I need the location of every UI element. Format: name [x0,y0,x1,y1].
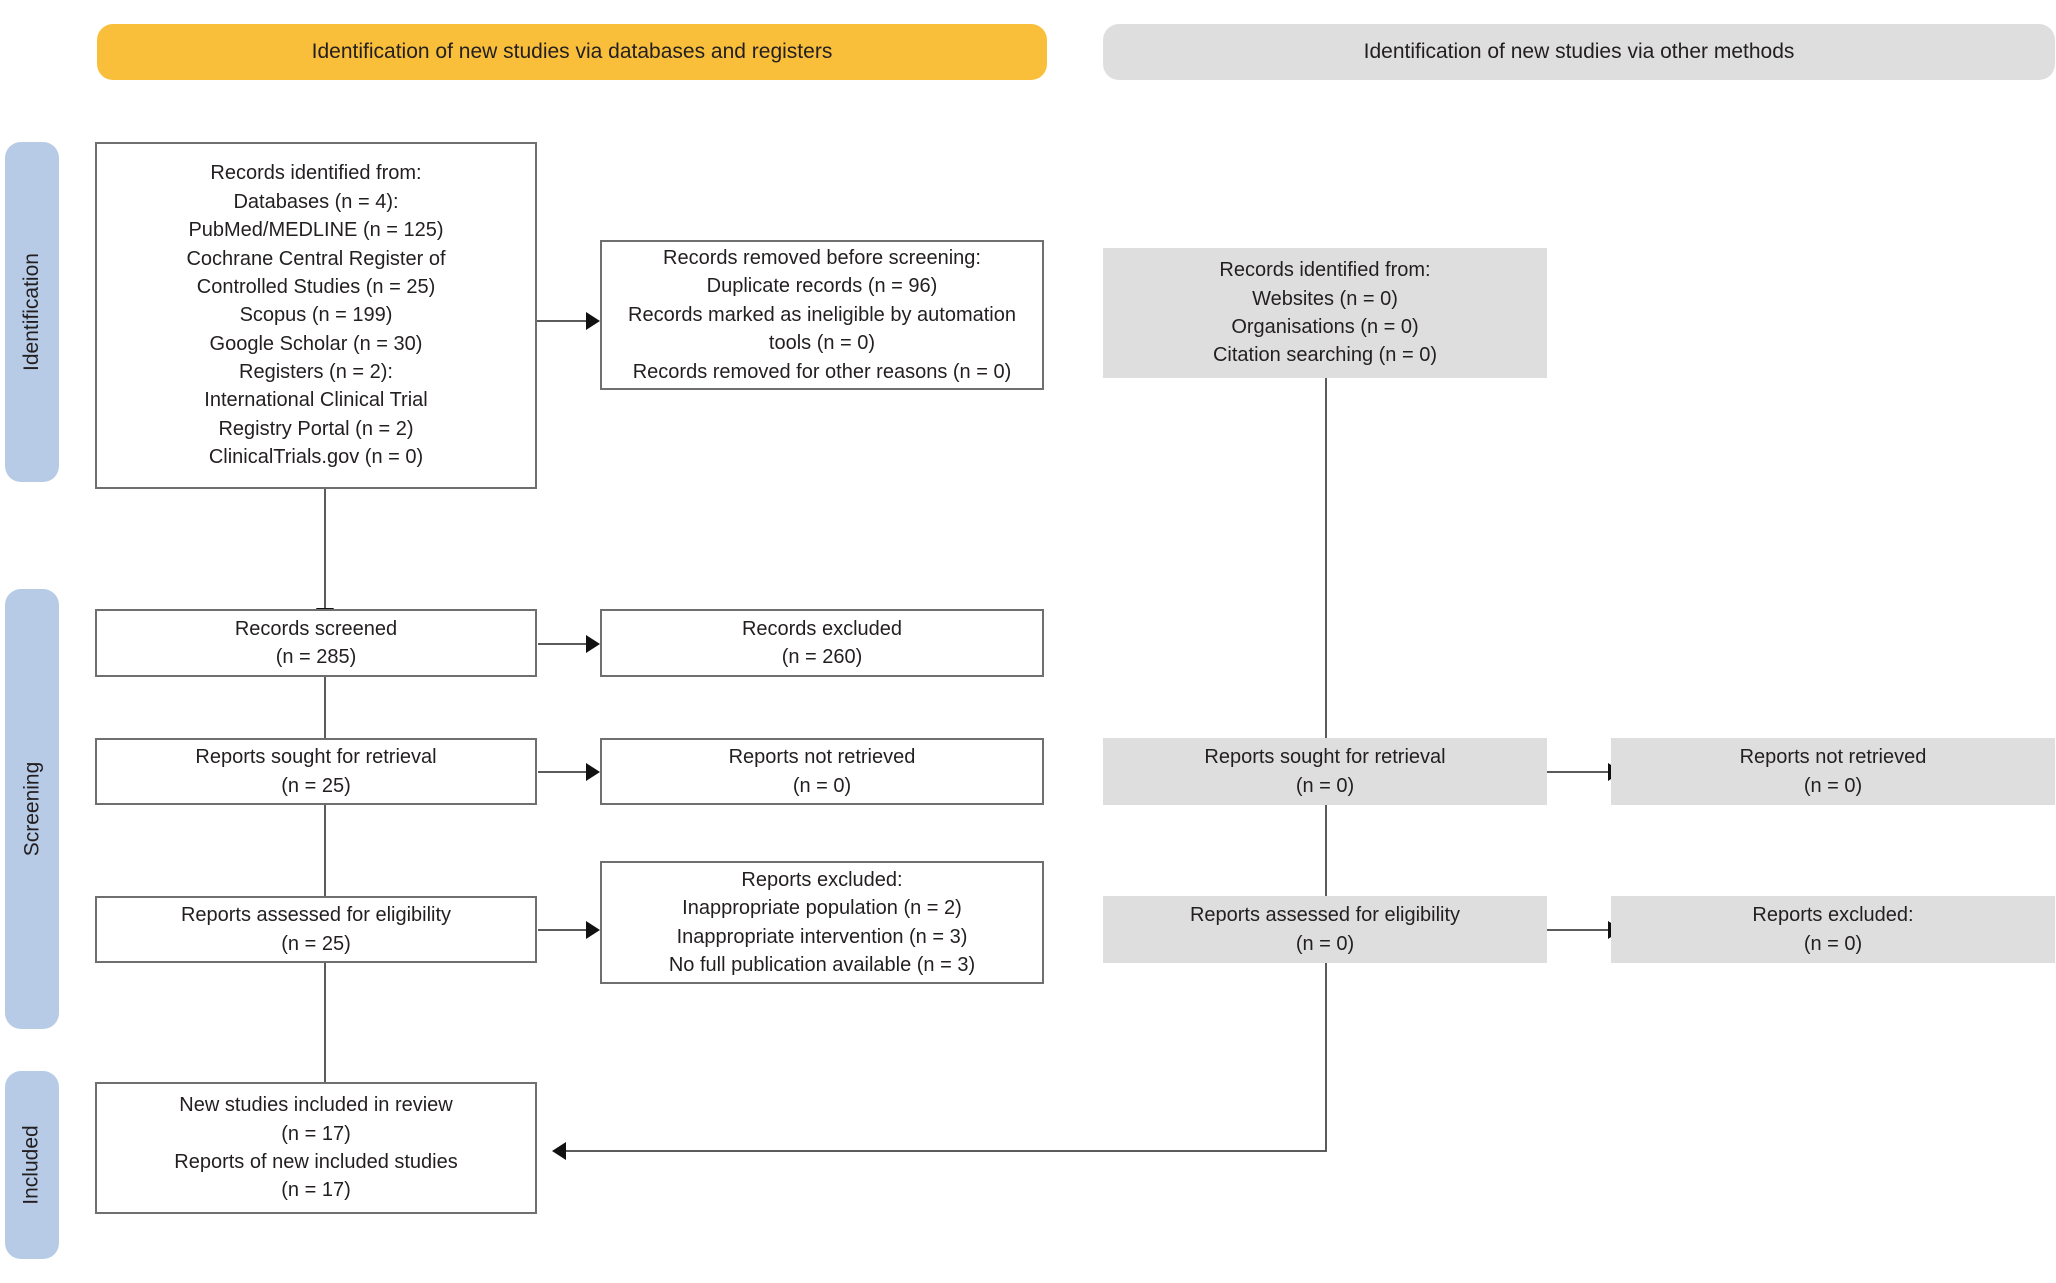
box-other-reports-excluded: Reports excluded: (n = 0) [1611,896,2055,963]
box-records-identified: Records identified from: Databases (n = … [95,142,537,489]
box-line: Duplicate records (n = 96) [706,275,938,298]
column-header-databases-label: Identification of new studies via databa… [311,39,833,63]
column-header-other-methods: Identification of new studies via other … [1103,24,2055,80]
connector-identified-to-screened [324,489,326,609]
connector-other-to-included [566,1150,1327,1152]
connector-sought-to-assessed [324,805,326,903]
arrowhead-identified-to-removed [586,312,600,330]
stage-pill-screening: Screening [5,589,59,1029]
connector-other-assessed-down [1325,963,1327,1151]
box-line: Google Scholar (n = 30) [209,332,423,355]
box-other-reports-not-retrieved: Reports not retrieved (n = 0) [1611,738,2055,805]
connector-screened-to-sought [324,677,326,739]
box-line: (n = 260) [781,646,863,668]
box-line: Registers (n = 2): [239,361,393,384]
stage-pill-included-label: Included [20,1125,43,1205]
box-line: Records removed for other reasons (n = 0… [632,360,1012,383]
box-line: Records removed before screening: [663,247,981,270]
connector-other-sought-to-assessed [1325,805,1327,903]
box-reports-assessed: Reports assessed for eligibility (n = 25… [95,896,537,963]
box-line: Records identified from: [1219,259,1431,282]
box-line: Reports excluded: [1752,904,1914,927]
box-line: Records screened [234,617,398,640]
box-line: Databases (n = 4): [233,190,399,213]
box-line: Reports not retrieved [728,746,916,769]
box-reports-excluded: Reports excluded: Inappropriate populati… [600,861,1044,984]
box-line: (n = 0) [1295,774,1355,797]
arrowhead-assessed-to-excluded [586,921,600,939]
arrowhead-screened-to-excluded [586,635,600,653]
box-line: Records identified from: [210,162,422,185]
box-line: Inappropriate intervention (n = 3) [676,925,968,948]
box-line: (n = 0) [1803,932,1863,955]
box-line: PubMed/MEDLINE (n = 125) [188,219,444,242]
box-other-identified: Records identified from: Websites (n = 0… [1103,248,1547,378]
stage-pill-screening-label: Screening [20,761,43,857]
box-records-removed: Records removed before screening: Duplic… [600,240,1044,390]
box-line: (n = 0) [1803,774,1863,797]
connector-other-identified-to-sought [1325,378,1327,743]
box-line: Registry Portal (n = 2) [218,417,414,440]
box-line: ClinicalTrials.gov (n = 0) [208,446,424,469]
connector-assessed-to-excluded [538,929,586,931]
box-line: (n = 17) [281,1179,351,1202]
box-line: Controlled Studies (n = 25) [196,275,436,298]
connector-other-assessed-to-excluded [1546,929,1608,931]
connector-assessed-to-included [324,963,326,1083]
box-reports-sought: Reports sought for retrieval (n = 25) [95,738,537,805]
box-line: Reports assessed for eligibility [180,904,452,927]
box-line: Scopus (n = 199) [239,304,393,327]
column-header-other-methods-label: Identification of new studies via other … [1363,39,1795,63]
box-line: Records excluded [741,617,903,640]
connector-screened-to-excluded [538,643,586,645]
connector-sought-to-not-retrieved [538,771,586,773]
box-line: Reports excluded: [741,868,903,891]
connector-other-sought-to-not-retrieved [1546,771,1608,773]
box-other-reports-sought: Reports sought for retrieval (n = 0) [1103,738,1547,805]
box-line: International Clinical Trial [204,389,428,412]
box-line: Cochrane Central Register of [186,247,446,270]
stage-pill-identification: Identification [5,142,59,482]
arrowhead-sought-to-not-retrieved [586,763,600,781]
box-line: Organisations (n = 0) [1231,316,1419,338]
box-records-screened: Records screened (n = 285) [95,609,537,677]
box-line: (n = 285) [275,646,357,668]
box-reports-not-retrieved: Reports not retrieved (n = 0) [600,738,1044,805]
box-line: No full publication available (n = 3) [668,953,976,976]
box-line: Reports sought for retrieval [1204,746,1446,769]
arrowhead-other-to-included [552,1142,566,1160]
box-line: Reports of new included studies [174,1151,458,1173]
box-line: (n = 25) [281,774,351,797]
box-line: (n = 17) [281,1122,351,1145]
stage-pill-identification-label: Identification [20,253,44,371]
box-line: Inappropriate population (n = 2) [682,897,962,920]
box-line: (n = 25) [281,932,351,955]
box-line: Citation searching (n = 0) [1212,344,1437,367]
box-line: Reports assessed for eligibility [1189,904,1461,927]
box-line: (n = 0) [792,774,852,797]
box-line: Reports sought for retrieval [195,746,437,769]
box-line: New studies included in review [179,1094,453,1117]
box-other-reports-assessed: Reports assessed for eligibility (n = 0) [1103,896,1547,963]
box-line: (n = 0) [1295,932,1355,955]
column-header-databases: Identification of new studies via databa… [97,24,1047,80]
stage-pill-included: Included [5,1071,59,1259]
box-line: Records marked as ineligible by automati… [628,303,1016,326]
box-line: Websites (n = 0) [1252,287,1398,310]
box-records-excluded: Records excluded (n = 260) [600,609,1044,677]
box-new-studies-included: New studies included in review (n = 17) … [95,1082,537,1214]
box-line: tools (n = 0) [768,332,876,355]
box-line: Reports not retrieved [1739,746,1927,769]
